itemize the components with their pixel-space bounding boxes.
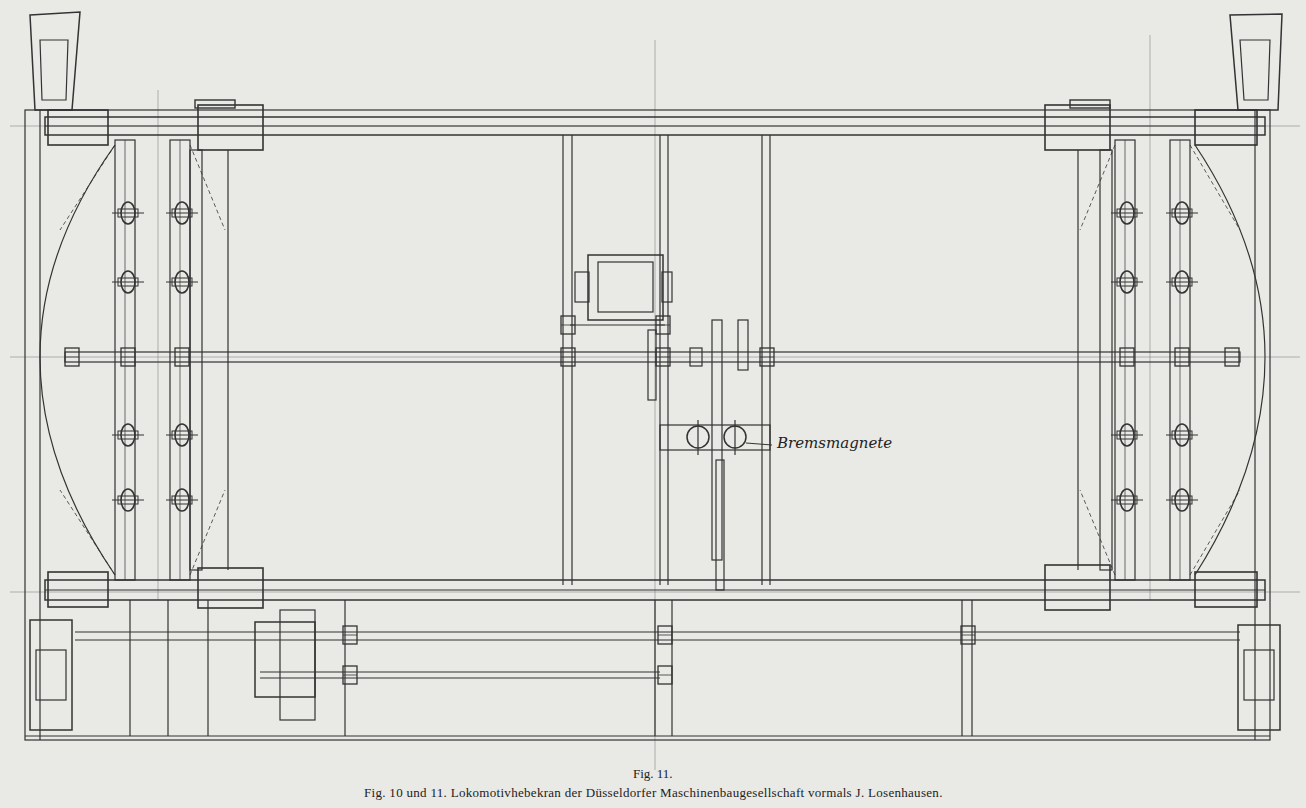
part-label: Bremsmagnete xyxy=(775,434,894,452)
figure-number: Fig. 11. xyxy=(633,766,673,782)
figure-caption: Fig. 10 und 11. Lokomotivhebekran der Dü… xyxy=(364,785,943,801)
crane-frame xyxy=(10,12,1300,770)
